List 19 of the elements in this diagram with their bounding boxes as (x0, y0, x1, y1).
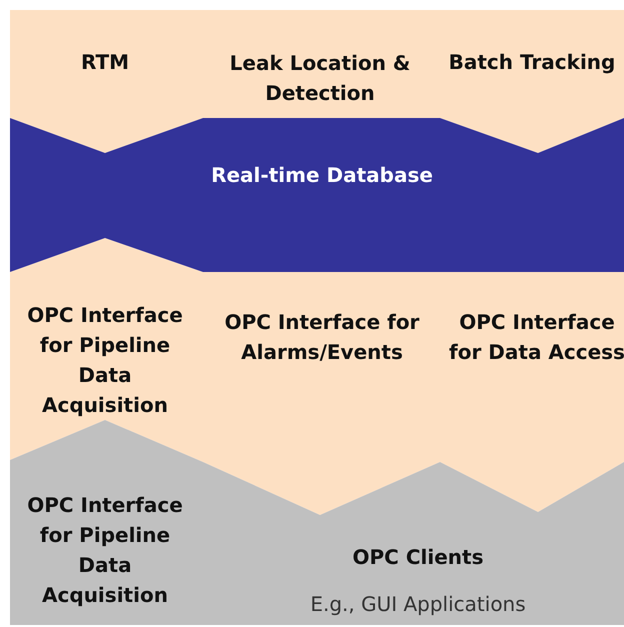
interface-band (203, 272, 440, 515)
band-label: OPC Interface for Pipeline Data Acquisition (26, 492, 184, 609)
band-label: OPC Clients (352, 544, 484, 571)
client-band (10, 420, 203, 625)
database-band (10, 118, 624, 272)
band-label: OPC Interface for Alarms/Events (224, 309, 420, 366)
application-band (440, 10, 624, 153)
band-label: OPC Interface for Pipeline Data Acquisition (26, 302, 184, 419)
application-band (203, 10, 440, 118)
client-band (203, 462, 624, 625)
band-label: Real-time Database (210, 162, 434, 189)
band-label: Batch Tracking (448, 49, 616, 76)
application-band (10, 10, 203, 153)
band-label: Leak Location & Detection (228, 50, 412, 107)
band-label: RTM (80, 49, 130, 76)
band-label: OPC Interface for Data Access (448, 309, 624, 366)
interface-band (440, 272, 624, 512)
interface-band (10, 238, 203, 462)
example-note: E.g., GUI Applications (309, 591, 527, 618)
